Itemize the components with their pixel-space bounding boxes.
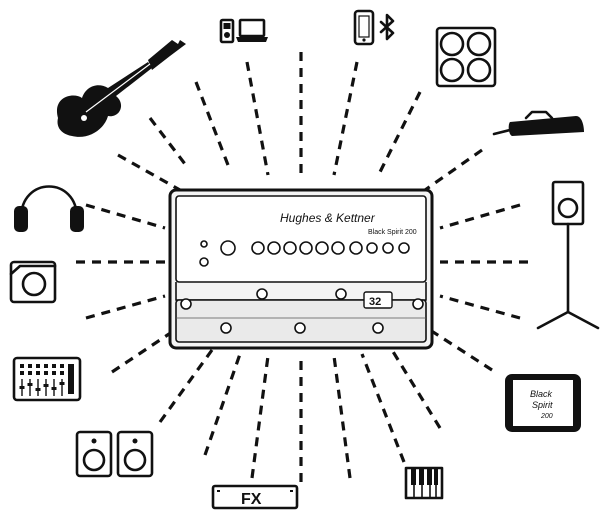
footswitch-7 [372,322,384,334]
footswitch-6 [294,322,306,334]
connection-rays [76,52,528,482]
ray-left-low [85,294,166,320]
footswitch-1 [180,298,192,310]
knob-4 [299,241,313,255]
jack-input [199,257,209,267]
ray-tablet [429,328,493,372]
knob-2 [267,241,281,255]
tablet-text-1: Black [530,389,553,399]
amp-display: 32 [369,296,381,308]
fx-label: FX [241,491,262,508]
knob-1 [251,241,265,255]
amp-footswitches [180,288,424,334]
ray-headphones [85,203,166,230]
jack-phones [200,240,208,248]
ray-right-low [439,294,521,320]
knob-3 [283,241,297,255]
ray-bottom-right [390,349,442,429]
ray-phone [332,61,359,176]
ray-bottom-r2 [332,355,352,479]
amplifier: Hughes & Kettner Black Spirit 200 [168,188,434,350]
ray-ipod-laptop [245,61,270,176]
amp-brand: Hughes & Kettner [280,211,376,225]
knob-7 [349,241,363,255]
knob-9 [382,242,394,254]
ray-cabinet [376,91,422,177]
ray-keyboard [360,353,406,463]
footswitch-5 [220,322,232,334]
knob-8 [366,242,378,254]
monitor-wedge-icon [9,260,57,304]
guitar-icon [56,40,186,137]
fx-unit-icon: FX [211,484,299,510]
footswitch-3 [335,288,347,300]
footswitch-4 [412,298,424,310]
speaker-cabinet-icon [435,26,497,88]
mixing-desk-icon [12,356,82,402]
ray-bottom-l3 [203,353,242,456]
footswitch-2 [256,288,268,300]
ray-pa [439,203,521,230]
amp-model: Black Spirit 200 [368,229,417,236]
ipod-laptop-icon [219,18,268,44]
tablet-text-3: 200 [540,413,553,420]
knob-gain [220,240,236,256]
ray-bottom-l2 [250,355,270,479]
tablet-icon: Black Spirit 200 [505,374,581,432]
monitor-pair-icon [75,430,154,478]
ray-guitar [148,117,190,169]
phone-bluetooth-icon [353,9,395,46]
tablet-text-2: Spirit [532,400,553,410]
ray-mixer [111,328,176,374]
piano-keyboard-icon [404,466,444,500]
ray-monitors [158,349,214,423]
ray-footswitch [424,148,483,192]
ray-guitar-2 [194,81,230,166]
ray-left-top [117,153,181,192]
footswitch-icon [492,110,584,136]
amp-knobs [199,240,410,267]
knob-6 [331,241,345,255]
headphones-icon [14,185,84,232]
knob-10 [398,242,410,254]
pa-speaker-on-stand-icon [536,180,600,330]
knob-5 [315,241,329,255]
